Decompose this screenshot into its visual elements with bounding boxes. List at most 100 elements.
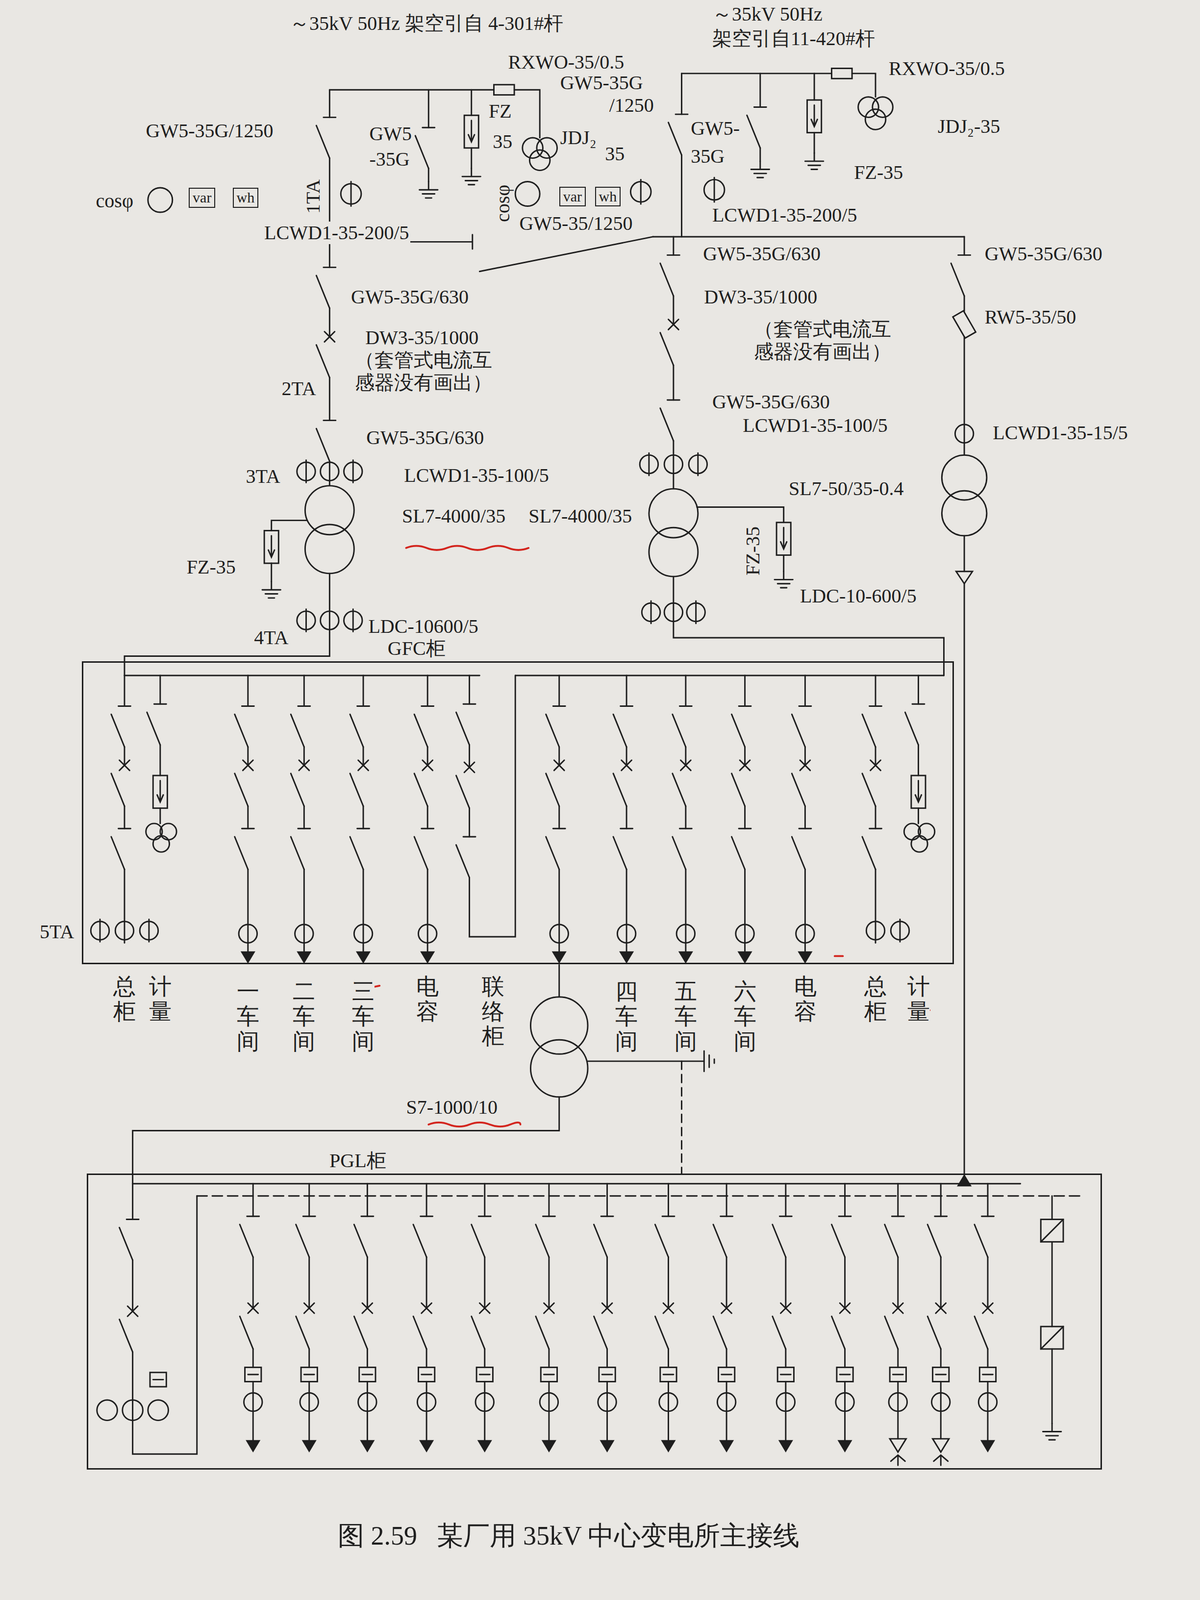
- schematic-circle: [160, 823, 177, 840]
- schematic-path: [672, 296, 675, 325]
- schematic-use: [147, 703, 167, 745]
- schematic-use: [119, 1305, 138, 1352]
- schematic-use: [234, 675, 258, 963]
- feeder-name: 三车间: [351, 979, 375, 1054]
- component-label: 2TA: [280, 377, 317, 400]
- incoming-line-right: [515, 68, 893, 237]
- schematic-path: [152, 1378, 164, 1381]
- schematic-circle: [529, 150, 550, 171]
- meter-box: wh: [232, 187, 259, 208]
- schematic-use: [668, 114, 688, 155]
- schematic-path: [1040, 1326, 1064, 1350]
- cabinet-label: GFC柜: [386, 637, 448, 660]
- schematic-use: [419, 181, 438, 199]
- component-label: 架空引自11-420#杆: [711, 27, 876, 50]
- component-label: LCWD1-35-100/5: [741, 414, 889, 437]
- component-label: GW5-35G/630: [701, 242, 822, 266]
- schematic-use: [546, 675, 569, 963]
- meter-box: wh: [595, 186, 622, 207]
- schematic-circle: [866, 921, 885, 940]
- component-label: LCWD1-35-100/5: [402, 464, 550, 487]
- schematic-circle: [872, 97, 894, 118]
- gfc-switchgear: [90, 675, 944, 963]
- schematic-use: [950, 254, 971, 296]
- schematic-circle: [941, 454, 987, 500]
- component-label: 5TA: [38, 920, 75, 944]
- schematic-use: [772, 1183, 796, 1451]
- schematic-use: [750, 161, 770, 178]
- schematic-use: [831, 1183, 855, 1451]
- schematic-circle: [530, 1039, 588, 1098]
- feeder-name: 六车间: [733, 979, 757, 1054]
- meter-box: var: [559, 186, 586, 207]
- schematic-path: [428, 1122, 521, 1127]
- component-label: 4TA: [252, 626, 290, 650]
- schematic-path: [680, 73, 683, 115]
- schematic-use: [774, 571, 793, 588]
- schematic-circle: [530, 997, 588, 1055]
- schematic-path: [649, 452, 699, 476]
- schematic-path: [963, 236, 966, 255]
- component-label: 35G: [689, 145, 726, 168]
- component-label: GW5-: [689, 117, 741, 140]
- station-transformer: [941, 236, 987, 1186]
- schematic-circle: [664, 602, 683, 622]
- schematic-circle: [115, 921, 134, 940]
- pgl-switchgear: [97, 1173, 1082, 1466]
- schematic-use: [264, 530, 279, 564]
- schematic-path: [652, 235, 965, 238]
- schematic-path: [650, 600, 697, 624]
- component-label: DW3-35/1000: [702, 285, 819, 309]
- schematic-use: [974, 1183, 998, 1451]
- schematic-use: [613, 675, 636, 963]
- schematic-path: [328, 89, 331, 118]
- schematic-path: [899, 919, 901, 943]
- schematic-path: [131, 1260, 134, 1312]
- component-label: LDC-10-600/5: [799, 584, 918, 608]
- schematic-use: [414, 675, 437, 963]
- schematic-path: [131, 1183, 134, 1220]
- feeder-name: 五车间: [674, 979, 698, 1054]
- schematic-path: [100, 919, 150, 943]
- schematic-path: [673, 576, 945, 676]
- schematic-circle: [122, 1400, 144, 1421]
- schematic-use: [660, 400, 680, 441]
- schematic-path: [468, 675, 471, 704]
- schematic-circle: [152, 835, 170, 852]
- component-label: 35: [491, 130, 514, 153]
- schematic-path: [759, 148, 761, 162]
- schematic-path: [305, 460, 353, 483]
- feeder-name: 计量: [149, 974, 172, 1025]
- component-label: cosφ: [95, 189, 135, 213]
- schematic-use: [353, 1183, 377, 1451]
- schematic-path: [813, 132, 816, 154]
- schematic-path: [834, 955, 844, 958]
- component-label: /1250: [608, 94, 655, 117]
- schematic-path: [680, 1061, 683, 1174]
- meter-label: wh: [599, 188, 618, 206]
- schematic-rect: [150, 1372, 167, 1387]
- schematic-path: [681, 73, 876, 98]
- schematic-path: [963, 535, 966, 572]
- schematic-path: [672, 236, 675, 255]
- schematic-path: [124, 573, 330, 676]
- cabinet-band: PGL柜: [86, 1173, 1102, 1470]
- schematic-path: [680, 154, 683, 237]
- schematic-use: [296, 1183, 319, 1451]
- schematic-path: [963, 583, 966, 1176]
- feeder-name: 四车间: [615, 979, 638, 1054]
- schematic-circle: [911, 835, 928, 852]
- component-label: SL7-4000/35: [400, 504, 507, 528]
- schematic-path: [1040, 1219, 1064, 1243]
- schematic-path: [132, 1173, 1021, 1184]
- component-label: GW5: [368, 122, 413, 146]
- schematic-path: [1051, 1241, 1053, 1327]
- component-label: GW5-35G/630: [711, 390, 831, 414]
- schematic-use: [927, 1183, 950, 1466]
- schematic-circle: [97, 1400, 118, 1421]
- schematic-path: [479, 236, 653, 272]
- main-transformer-left: [124, 241, 363, 676]
- schematic-use: [660, 319, 679, 366]
- incoming-line-left: [148, 84, 558, 250]
